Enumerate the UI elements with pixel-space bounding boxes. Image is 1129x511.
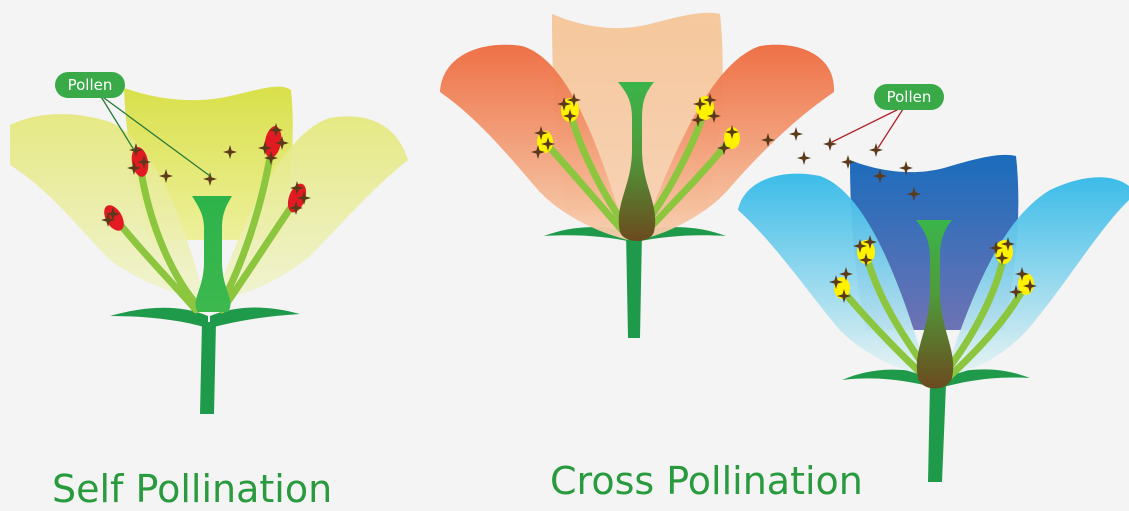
pollen-grain-icon <box>823 137 837 151</box>
pollen-grain-icon <box>797 151 811 165</box>
pollen-grain-icon <box>869 143 883 157</box>
self-pollination-caption: Self Pollination <box>52 470 332 508</box>
blue-stem <box>928 384 946 482</box>
cross-flower-blue <box>738 155 1129 482</box>
cross-pollen-label: Pollen <box>887 88 932 106</box>
cross-pollen-callout: Pollen <box>832 84 944 148</box>
orange-stem <box>626 232 642 338</box>
self-pollen-label: Pollen <box>68 76 113 94</box>
cross-pollination-caption: Cross Pollination <box>550 462 863 500</box>
self-stem <box>200 322 216 414</box>
cross-flower-orange <box>440 13 834 338</box>
self-flower: Pollen <box>10 72 408 414</box>
pollen-grain-icon <box>789 127 803 141</box>
